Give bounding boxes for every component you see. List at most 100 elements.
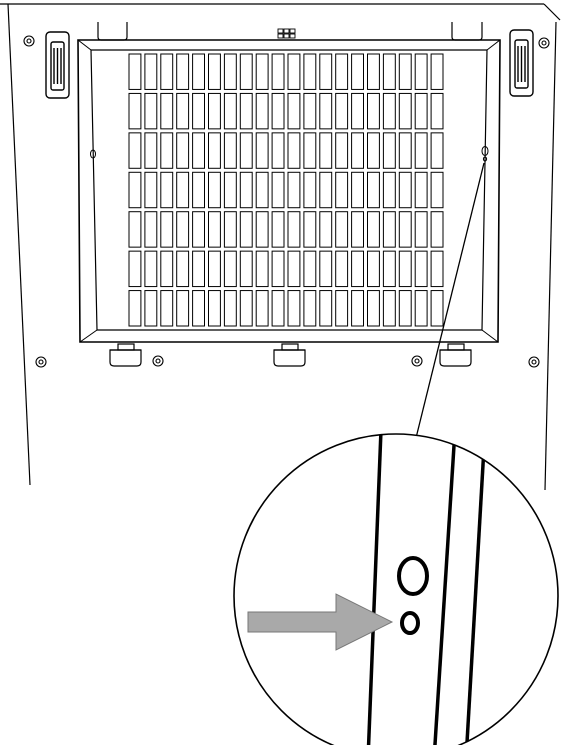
grille-slot	[287, 211, 301, 248]
grille-slot	[398, 250, 412, 288]
grille-slot	[367, 250, 380, 288]
grille-slot	[351, 132, 365, 169]
grille-slot	[382, 290, 396, 327]
grille-slot	[128, 211, 142, 248]
grille-slot	[192, 171, 206, 209]
grille-slot	[335, 171, 349, 209]
grille-slot	[367, 132, 380, 169]
grille-slot	[398, 171, 412, 209]
grille-slot	[223, 92, 237, 130]
latch-right	[509, 29, 534, 97]
grille-slot	[223, 250, 237, 288]
grille-slot	[367, 53, 380, 90]
grille-slot	[255, 132, 269, 169]
grille-slot	[319, 211, 333, 248]
grille-slot	[255, 211, 269, 248]
grille-slot	[128, 290, 142, 327]
grille-slot	[160, 171, 174, 209]
grille-slot	[335, 211, 349, 248]
unit-right-side	[544, 21, 557, 491]
bottom-foot-center	[273, 349, 306, 367]
callout-leader-line	[413, 162, 485, 447]
grille-slot	[319, 171, 333, 209]
filter-grille	[128, 53, 444, 327]
detail-magnifier-circle	[233, 433, 559, 745]
grille-slot	[398, 132, 412, 169]
grille-slot	[335, 92, 349, 130]
grille-slot	[398, 92, 412, 130]
grid-logo	[277, 28, 296, 39]
grille-slot	[223, 211, 237, 248]
grille-slot	[239, 171, 253, 209]
grille-slot	[223, 132, 237, 169]
bottom-small-tabs	[117, 343, 465, 351]
grille-slot	[128, 250, 142, 288]
grille-slot	[144, 290, 158, 327]
grille-slot	[430, 53, 444, 90]
grille-slot	[319, 250, 333, 288]
detail-edge-middle	[432, 434, 457, 745]
frame-bevel-tl	[77, 39, 92, 51]
grille-slot	[223, 171, 237, 209]
grille-slot	[255, 290, 269, 327]
grille-slot	[160, 92, 174, 130]
detail-hole-small	[400, 611, 420, 635]
bottom-foot-right	[439, 349, 472, 367]
grille-slot	[192, 250, 206, 288]
grille-slot	[144, 132, 158, 169]
grille-slot	[160, 211, 174, 248]
grille-slot	[351, 211, 365, 248]
grille-slot	[335, 290, 349, 327]
grille-slot	[160, 290, 174, 327]
grille-slot	[255, 53, 269, 90]
grille-slot	[287, 132, 301, 169]
grille-slot	[239, 250, 253, 288]
grille-slot	[319, 132, 333, 169]
screw-bottom-right	[411, 355, 423, 367]
grille-slot	[335, 250, 349, 288]
screw-bottom-left	[152, 355, 164, 367]
grille-slot	[271, 53, 285, 90]
grille-slot	[128, 132, 142, 169]
grille-slot	[367, 171, 380, 209]
grille-slot	[239, 211, 253, 248]
grille-slot	[208, 171, 221, 209]
detail-edge-left	[366, 434, 383, 745]
grille-slot	[208, 53, 221, 90]
grille-slot	[208, 211, 221, 248]
grille-slot	[303, 211, 317, 248]
grille-slot	[382, 53, 396, 90]
frame-bevel-br	[481, 329, 499, 343]
grille-slot	[239, 290, 253, 327]
grille-slot	[303, 132, 317, 169]
grille-slot	[208, 290, 221, 327]
screw-bottom-far-left	[35, 356, 47, 368]
grille-slot	[192, 53, 206, 90]
grille-slot	[414, 132, 428, 169]
screw-top-left	[23, 35, 35, 47]
screw-top-right	[538, 37, 550, 49]
grille-slot	[160, 132, 174, 169]
grille-slot	[128, 171, 142, 209]
grille-slot	[414, 171, 428, 209]
frame-right-hole-small	[482, 156, 488, 162]
grille-slot	[255, 92, 269, 130]
grille-slot	[382, 211, 396, 248]
grille-slot	[271, 290, 285, 327]
bottom-feet	[109, 349, 472, 367]
grille-slot	[239, 132, 253, 169]
detail-content	[366, 434, 487, 745]
grille-slot	[208, 132, 221, 169]
grille-slot	[335, 132, 349, 169]
grille-slot	[351, 290, 365, 327]
grille-slot	[192, 211, 206, 248]
detail-pointer-arrow	[247, 593, 394, 651]
grille-slot	[287, 290, 301, 327]
top-tab-right	[451, 22, 483, 41]
grille-slot	[287, 250, 301, 288]
grille-slot	[208, 250, 221, 288]
frame-left-hole	[90, 149, 96, 159]
grille-slot	[176, 53, 190, 90]
detail-edge-right	[464, 434, 487, 745]
